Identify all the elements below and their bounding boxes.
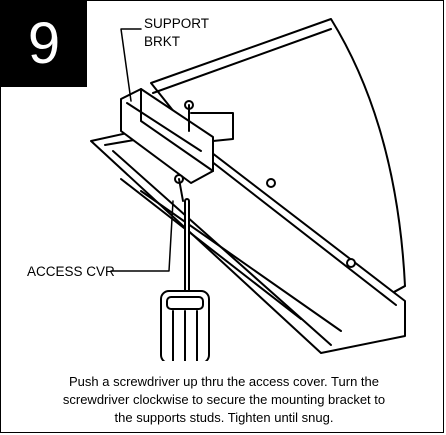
- panel-edge: [152, 28, 332, 94]
- callout-access-cover: ACCESS CVR: [27, 263, 115, 281]
- fan-panel: [150, 18, 406, 322]
- callout-access-label: ACCESS CVR: [27, 264, 115, 279]
- callout-support-bracket: SUPPORT BRKT: [144, 15, 209, 51]
- caption-line-2: screwdriver clockwise to secure the moun…: [62, 392, 386, 407]
- support-leader: [120, 28, 142, 102]
- access-leader: [110, 200, 174, 272]
- callout-support-line1: SUPPORT: [144, 16, 210, 31]
- assembly-illustration: [90, 18, 406, 361]
- caption-line-1: Push a screwdriver up thru the access co…: [69, 374, 379, 389]
- stud-4: [346, 258, 356, 268]
- step-number-badge: 9: [1, 1, 87, 87]
- stud-3: [266, 178, 276, 188]
- step-number: 9: [27, 11, 61, 76]
- caption-line-3: the supports studs. Tighten until snug.: [114, 410, 334, 425]
- instruction-caption: Push a screwdriver up thru the access co…: [13, 373, 435, 427]
- callout-support-line2: BRKT: [144, 34, 181, 49]
